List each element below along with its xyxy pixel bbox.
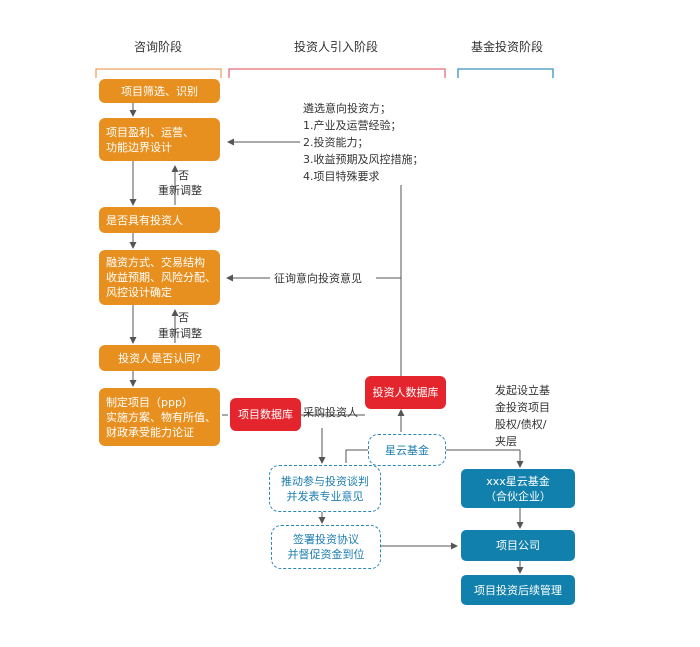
investor-bracket bbox=[228, 68, 446, 78]
investor-approve-label: 投资人是否认同? bbox=[118, 351, 201, 365]
header-fund: 基金投资阶段 bbox=[470, 40, 543, 54]
no-label-2: 否 bbox=[178, 311, 189, 324]
has-investor-label: 是否具有投资人 bbox=[106, 213, 183, 227]
structure-box: 融资方式、交易结构 收益预期、风险分配、 风控设计确定 bbox=[99, 250, 220, 305]
consult-bracket bbox=[95, 68, 222, 78]
readjust-label-2: 重新调整 bbox=[158, 327, 202, 340]
solicit-label: 征询意向投资意见 bbox=[274, 272, 362, 285]
investor-db-box: 投资人数据库 bbox=[365, 376, 446, 409]
project-company-label: 项目公司 bbox=[496, 539, 540, 552]
xingyun-fund-box: 星云基金 bbox=[368, 434, 446, 466]
xingyun-fund-label: 星云基金 bbox=[385, 443, 429, 457]
investor-approve-box: 投资人是否认同? bbox=[99, 345, 220, 371]
sign-label: 签署投资协议 并督促资金到位 bbox=[287, 533, 365, 561]
screen-box: 项目筛选、识别 bbox=[99, 79, 220, 103]
fund-bracket bbox=[457, 68, 554, 78]
readjust-label-1: 重新调整 bbox=[158, 184, 202, 197]
plan-box: 制定项目（ppp） 实施方案、物有所值、 财政承受能力论证 bbox=[99, 388, 220, 446]
project-db-label: 项目数据库 bbox=[238, 408, 293, 421]
post-mgmt-box: 项目投资后续管理 bbox=[461, 575, 575, 605]
partnership-box: xxx星云基金 （合伙企业） bbox=[461, 469, 575, 508]
plan-label: 制定项目（ppp） 实施方案、物有所值、 财政承受能力论证 bbox=[106, 395, 216, 439]
sign-box: 签署投资协议 并督促资金到位 bbox=[271, 525, 381, 569]
negotiate-label: 推动参与投资谈判 并发表专业意见 bbox=[281, 474, 369, 503]
screen-label: 项目筛选、识别 bbox=[121, 84, 198, 98]
project-company-box: 项目公司 bbox=[461, 530, 575, 561]
has-investor-box: 是否具有投资人 bbox=[99, 207, 220, 233]
no-label-1: 否 bbox=[178, 169, 189, 182]
investor-db-label: 投资人数据库 bbox=[372, 386, 439, 399]
header-consult: 咨询阶段 bbox=[133, 40, 182, 54]
project-db-box: 项目数据库 bbox=[230, 398, 301, 431]
partnership-label: xxx星云基金 （合伙企业） bbox=[485, 474, 551, 503]
negotiate-box: 推动参与投资谈判 并发表专业意见 bbox=[269, 465, 381, 512]
procure-label: 采购投资人 bbox=[303, 406, 358, 419]
header-investor: 投资人引入阶段 bbox=[293, 40, 378, 54]
setup-note: 发起设立基 金投资项目 股权/债权/ 夹层 bbox=[495, 384, 550, 448]
selection-note: 遴选意向投资方； 1.产业及运营经验； 2.投资能力； 3.收益预期及风控措施；… bbox=[303, 102, 424, 183]
design-box: 项目盈利、运营、 功能边界设计 bbox=[99, 118, 220, 161]
post-mgmt-label: 项目投资后续管理 bbox=[474, 583, 562, 597]
structure-label: 融资方式、交易结构 收益预期、风险分配、 风控设计确定 bbox=[106, 256, 216, 299]
design-label: 项目盈利、运营、 功能边界设计 bbox=[106, 125, 194, 154]
